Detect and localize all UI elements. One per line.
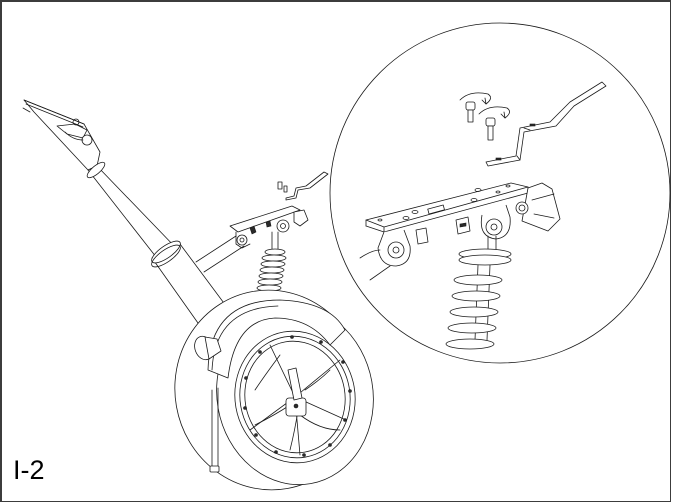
front-wheel	[174, 289, 374, 491]
mount-plate	[365, 182, 529, 233]
shock-spring-inset	[445, 235, 512, 350]
frame-tube	[195, 235, 245, 273]
seat-mount-plate	[229, 205, 309, 249]
step-label: I-2	[13, 455, 45, 485]
headlight-inset	[515, 182, 561, 232]
z-bracket	[485, 81, 607, 167]
kickstand	[209, 387, 220, 473]
frame-tube-inset	[359, 249, 391, 281]
screw-1	[459, 92, 491, 123]
screw-2	[478, 106, 510, 141]
handlebar-mount	[22, 99, 101, 171]
main-view	[22, 99, 374, 491]
bracket-small	[277, 171, 329, 201]
pivot-lugs	[377, 204, 511, 267]
headlight	[194, 335, 222, 361]
front-fender	[207, 299, 346, 379]
detail-inset	[329, 22, 671, 364]
